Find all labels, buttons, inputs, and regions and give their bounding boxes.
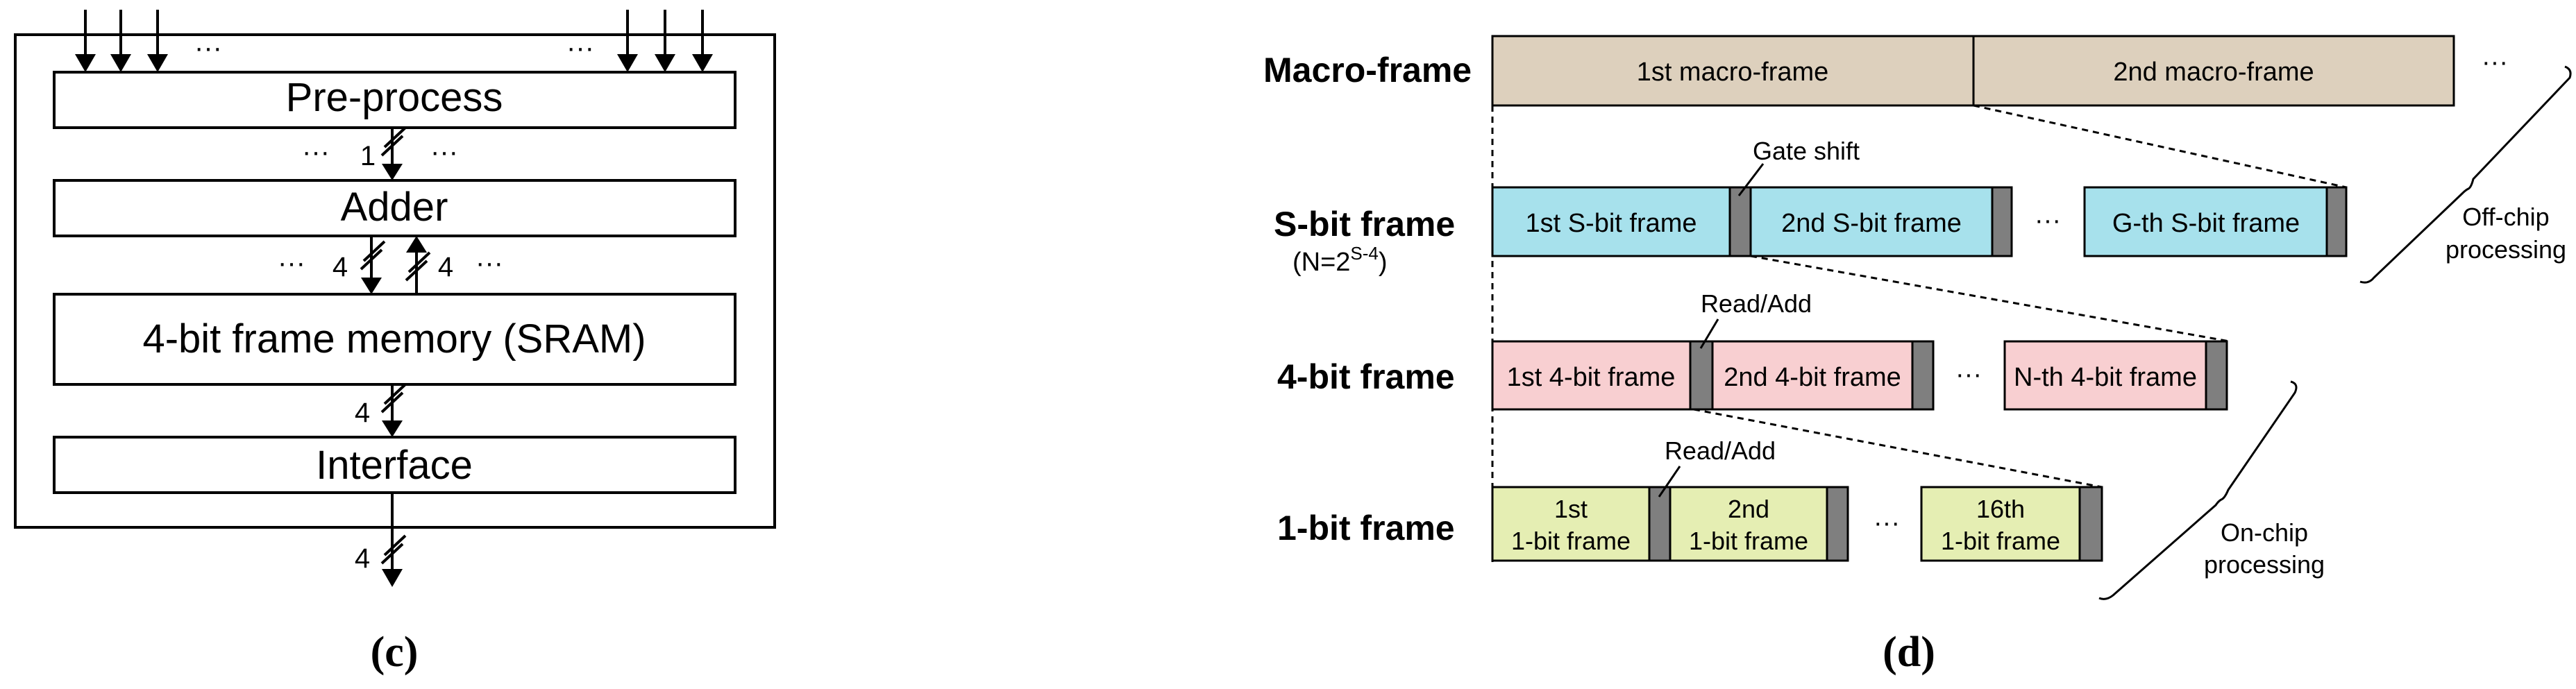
memory-block [53,293,736,386]
offchip-brace [2359,65,2572,284]
onebit-frame-16 [1920,486,2081,562]
bus-adder-to-memory [360,236,386,294]
onchip-label-2: processing [2204,550,2325,579]
panel-d: Macro-frame S-bit frame (N=2S-4) 4-bit f… [1263,35,2572,676]
fourbit-gap-2 [1911,340,1935,411]
sbit-frame-g-label: G-th S-bit frame [2112,209,2300,238]
row-label-sbit-note: (N=2S-4) [1293,243,1388,277]
onebit-frame-2-line2: 1-bit frame [1689,527,1808,555]
sbit-ellipsis: ··· [2035,206,2061,235]
onebit-frame-1 [1491,486,1651,562]
fourbit-gap-n [2205,340,2228,411]
onebit-gap-1 [1648,486,1672,562]
bus-output [380,493,407,587]
fourbit-frame-1-label: 1st 4-bit frame [1507,363,1676,392]
caption-c: (c) [371,629,419,676]
onebit-ellipsis: ··· [1874,509,1900,538]
adder-block [53,179,736,237]
offchip-label-2: processing [2445,235,2566,264]
offchip-label-1: Off-chip [2462,203,2549,231]
macro-frame-1 [1491,35,1975,107]
macro-frame-1-label: 1st macro-frame [1637,58,1829,87]
onchip-brace [2098,380,2298,600]
bus-pre-to-adder [380,126,407,180]
input-ellipsis-left: ··· [194,33,222,63]
bus-ellipsis-2-left: ··· [278,248,305,278]
onebit-gap-16 [2078,486,2103,562]
memory-label: 4-bit frame memory (SRAM) [142,316,646,361]
macro-ellipsis: ··· [2482,48,2508,77]
bus-memory-to-adder [405,236,431,294]
sbit-note-exp: S-4 [1350,243,1378,264]
onebit-frame-16-line1: 16th [1976,495,2025,523]
panel-c: ··· ··· Pre-process 1 ··· ··· Adder [14,10,776,676]
row-label-onebit: 1-bit frame [1277,509,1455,547]
bus-label-memory-to-interface: 4 [355,398,370,428]
sbit-frame-2-label: 2nd S-bit frame [1781,209,1962,238]
fourbit-frame-n-label: N-th 4-bit frame [2014,363,2197,392]
read-add-2-label: Read/Add [1665,436,1776,465]
onebit-frame-1-line2: 1-bit frame [1511,527,1631,555]
gate-shift-leader [1737,163,1765,196]
row-label-fourbit: 4-bit frame [1277,357,1455,396]
bus-ellipsis-1-right: ··· [430,137,458,167]
onchip-label-1: On-chip [2221,518,2308,547]
bus-ellipsis-1-left: ··· [302,137,330,167]
onebit-frame-1-line1: 1st [1554,495,1588,523]
read-add-1-label: Read/Add [1701,289,1812,318]
sbit-note-suffix: ) [1379,248,1388,277]
bus-memory-to-interface [380,383,407,437]
fourbit-gap-1 [1689,340,1714,411]
bus-label-adder-to-memory: 4 [332,252,348,282]
adder-label: Adder [341,185,448,230]
interface-block [53,436,736,494]
gate-shift-label: Gate shift [1753,137,1860,165]
interface-label: Interface [316,443,473,488]
sbit-gap-1 [1728,186,1752,257]
macro-frame-2-label: 2nd macro-frame [2113,58,2314,87]
caption-d: (d) [1883,629,1935,676]
onebit-gap-2 [1826,486,1849,562]
sbit-gap-2 [1991,186,2013,257]
chip-outline [14,33,776,529]
sbit-note-prefix: (N=2 [1293,248,1350,277]
onebit-frame-16-line2: 1-bit frame [1941,527,2060,555]
macro-frame-2 [1972,35,2455,107]
onebit-frame-2 [1669,486,1828,562]
input-arrows [75,10,713,72]
bus-label-output: 4 [355,543,370,574]
sbit-gap-g [2325,186,2348,257]
bus-label-memory-to-adder: 4 [438,252,453,282]
onebit-frame-2-line1: 2nd [1728,495,1769,523]
preprocess-block [53,71,736,129]
input-ellipsis-right: ··· [566,33,594,63]
bus-label-pre-to-adder: 1 [360,141,376,171]
zoom-lines [1491,104,2347,562]
bus-ellipsis-2-right: ··· [475,248,503,278]
sbit-frame-2 [1749,186,1994,257]
row-label-sbit: S-bit frame [1274,205,1455,244]
read-add-1-leader [1699,318,1719,349]
fourbit-frame-2-label: 2nd 4-bit frame [1724,363,1901,392]
row-label-macro: Macro-frame [1263,51,1472,90]
preprocess-label: Pre-process [286,75,503,120]
sbit-frame-1-label: 1st S-bit frame [1525,209,1697,238]
fourbit-ellipsis: ··· [1955,360,1982,389]
read-add-2-leader [1658,466,1681,497]
sbit-frame-g [2083,186,2328,257]
sbit-frame-1 [1491,186,1731,257]
